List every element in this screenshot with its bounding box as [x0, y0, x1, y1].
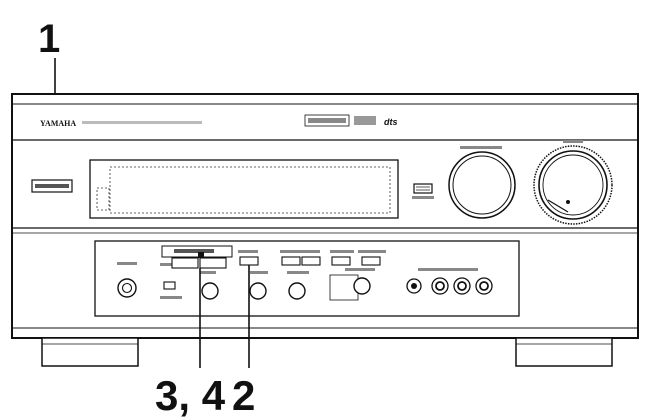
treble-knob[interactable]: [249, 282, 267, 300]
reset-button[interactable]: [239, 256, 259, 266]
treble-label: [250, 271, 268, 274]
volume-knob-ring: [542, 154, 604, 216]
reset-label: [238, 250, 258, 253]
phones-jack-inner: [121, 282, 133, 294]
speakers-a-button[interactable]: [281, 256, 301, 266]
left-foot: [41, 337, 139, 367]
bass-ext-sub-label: [160, 296, 182, 299]
set-menu-minus-button[interactable]: [171, 257, 199, 269]
audio-left-jack-inner: [457, 281, 467, 291]
balance-label: [287, 271, 309, 274]
model-text-strip: [82, 121, 202, 124]
effect-button[interactable]: [413, 183, 433, 194]
display-segment-area: [109, 166, 391, 214]
phones-label: [117, 262, 137, 265]
standby-button-label: [35, 184, 69, 188]
video-aux-label: [418, 268, 478, 271]
tone-bypass-button[interactable]: [331, 256, 351, 266]
speakers-b-button[interactable]: [301, 256, 321, 266]
rec-out-knob[interactable]: [353, 277, 371, 295]
dts-logo: dts: [384, 117, 398, 127]
dolby-logo-box: [304, 114, 350, 127]
volume-pointer-dot: [566, 200, 570, 204]
tone-bypass-label: [330, 250, 354, 253]
display-window: [89, 159, 399, 219]
set-menu-indicator: [198, 252, 204, 258]
bass-ext-switch[interactable]: [163, 281, 176, 290]
callout-1: 1: [38, 17, 60, 61]
input-selector-knob[interactable]: [448, 151, 516, 219]
display-indicator: [96, 187, 110, 211]
set-menu-label-text: [174, 249, 214, 253]
rec-out-label: [345, 268, 375, 271]
audio-right-jack-inner: [479, 281, 489, 291]
speakers-label: [280, 250, 320, 253]
right-foot: [515, 337, 613, 367]
dolby-logo-mark: [308, 118, 346, 123]
input-mode-button[interactable]: [361, 256, 381, 266]
input-mode-label: [358, 250, 386, 253]
bass-label: [200, 271, 216, 274]
s-video-jack-inner: [411, 283, 417, 289]
balance-knob[interactable]: [288, 282, 306, 300]
input-selector-knob-ring: [452, 155, 512, 215]
set-menu-plus-button[interactable]: [199, 257, 227, 269]
volume-label: [563, 140, 583, 143]
volume-pointer-line: [547, 199, 569, 213]
callout-2: 2: [232, 372, 255, 419]
volume-knob[interactable]: [538, 150, 608, 220]
video-jack-inner: [435, 281, 445, 291]
bass-knob[interactable]: [201, 282, 219, 300]
callout-3-4: 3, 4: [155, 372, 226, 419]
input-selector-label: [460, 146, 502, 149]
effect-button-label: [412, 196, 434, 199]
brand-logo: YAMAHA: [40, 119, 76, 128]
dsp-logo: [354, 116, 376, 125]
